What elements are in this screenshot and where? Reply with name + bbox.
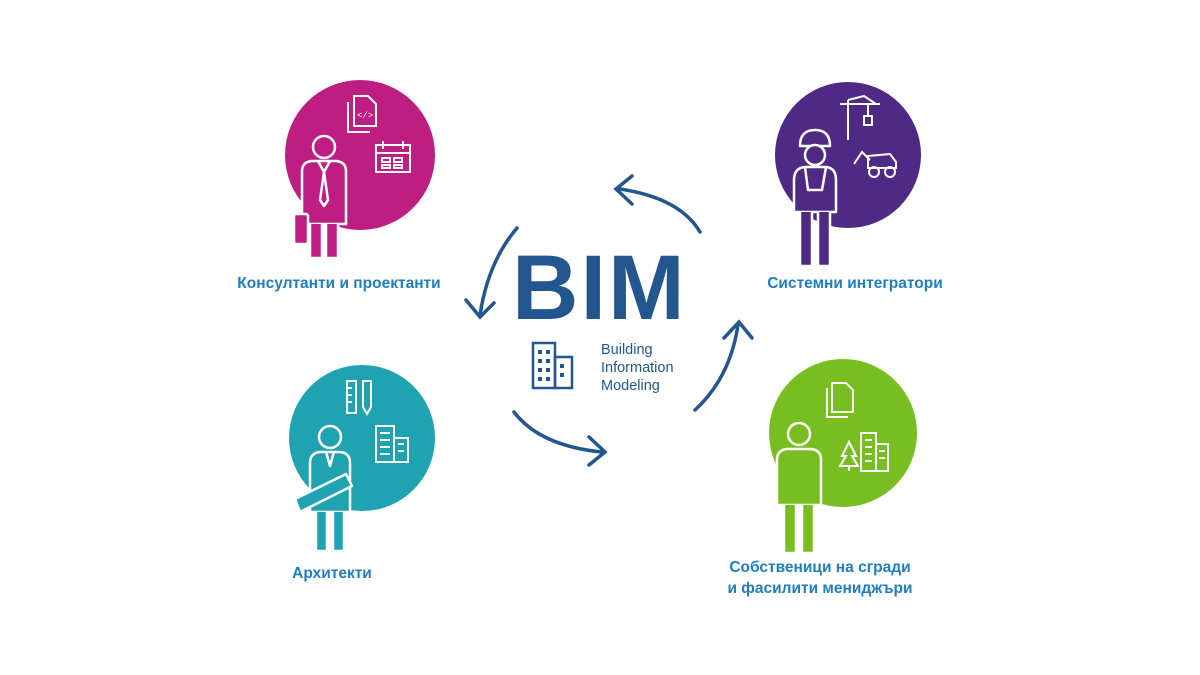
- integrators-label: Системни интегратори: [767, 275, 943, 292]
- architect-icon: [293, 424, 354, 553]
- arrow-right: [693, 323, 740, 412]
- cycle-arrows: [464, 174, 754, 467]
- businessman-icon: [292, 134, 348, 260]
- crane-icon: [840, 94, 880, 140]
- arrow-top: [618, 187, 702, 234]
- bim-subtitle-line-2: Information: [601, 360, 674, 376]
- buildings-icon-architects: [375, 425, 409, 463]
- bim-subtitle: Building Information Modeling: [601, 341, 674, 395]
- bim-title: BIM: [512, 237, 687, 339]
- owners-label-line-1: Собственици на сгради: [729, 559, 911, 576]
- construction-worker-icon: [792, 128, 838, 268]
- arrow-bottom-head: [587, 435, 608, 467]
- svg-text:</>: </>: [357, 111, 373, 121]
- arrow-left: [478, 226, 519, 317]
- owners-label: Собственици на сгради и фасилити мениджъ…: [700, 557, 940, 599]
- ruler-pencil-icon: [346, 380, 372, 417]
- arrow-top-head: [613, 174, 634, 206]
- excavator-icon: [853, 150, 897, 178]
- owners-label-line-2: и фасилити мениджъри: [727, 580, 913, 597]
- consultants-label: Консултанти и проектанти: [237, 275, 441, 292]
- calendar-icon: [375, 141, 411, 173]
- tree-buildings-icon: [838, 432, 889, 472]
- owner-icon: [775, 421, 823, 555]
- code-document-icon: </>: [347, 95, 377, 133]
- bim-subtitle-line-3: Modeling: [601, 378, 660, 394]
- arrow-bottom: [512, 410, 604, 454]
- buildings-icon: [531, 341, 574, 390]
- bim-subtitle-line-1: Building: [601, 342, 653, 358]
- arrow-left-head: [464, 298, 496, 320]
- documents-icon: [826, 382, 854, 418]
- arrow-right-head: [722, 319, 754, 340]
- architects-label: Архитекти: [292, 565, 372, 582]
